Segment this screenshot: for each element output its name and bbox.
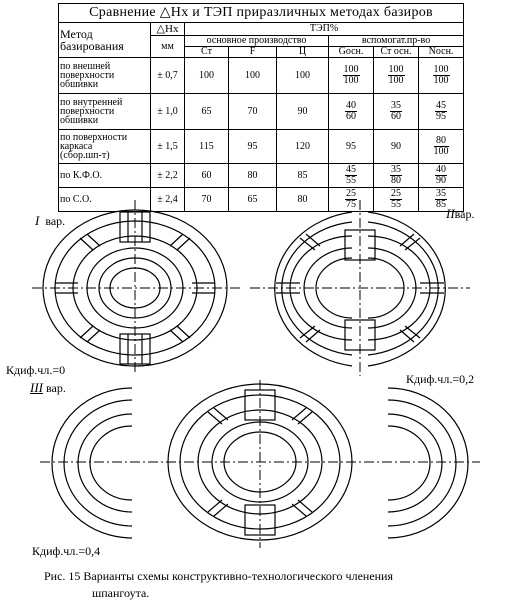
table-title: Сравнение △Нх и ТЭП приразличных методах… bbox=[57, 3, 465, 23]
row-dh: ± 2,4 bbox=[150, 187, 185, 212]
row-method: по внутренней поверхности обшивки bbox=[58, 93, 151, 130]
row-method: по К.Ф.О. bbox=[58, 163, 151, 188]
figure-caption-line2: шпангоута. bbox=[92, 586, 150, 600]
header-method: Метод базирования bbox=[58, 22, 151, 58]
row-ct: 60 bbox=[184, 163, 229, 188]
kdif-02-label: Кдиф.чл.=0,2 bbox=[406, 372, 475, 386]
row-gosn: 95 bbox=[328, 129, 374, 164]
row-method: по внешней поверхности обшивки bbox=[58, 57, 151, 94]
row-ct: 100 bbox=[184, 57, 229, 94]
row-dh: ± 0,7 bbox=[150, 57, 185, 94]
row-f: 70 bbox=[228, 93, 277, 130]
variant-2-diagram bbox=[274, 211, 446, 367]
kdif-0-label: Кдиф.чл.=0 bbox=[6, 363, 66, 377]
row-f: 100 bbox=[228, 57, 277, 94]
row-ct: 65 bbox=[184, 93, 229, 130]
variant-2-label: IIвар. bbox=[446, 206, 475, 222]
row-f: 65 bbox=[228, 187, 277, 212]
variant-3-label: III вар. bbox=[30, 380, 66, 396]
row-c: 120 bbox=[276, 129, 329, 164]
variant-1-label: I вар. bbox=[35, 213, 66, 229]
row-c: 80 bbox=[276, 187, 329, 212]
tep-comparison-table: Сравнение △Нх и ТЭП приразличных методах… bbox=[57, 3, 465, 212]
figure-caption: Рис. 15 Варианты схемы конструктивно-тех… bbox=[44, 569, 394, 583]
kdif-04-label: Кдиф.чл.=0,4 bbox=[32, 544, 101, 558]
